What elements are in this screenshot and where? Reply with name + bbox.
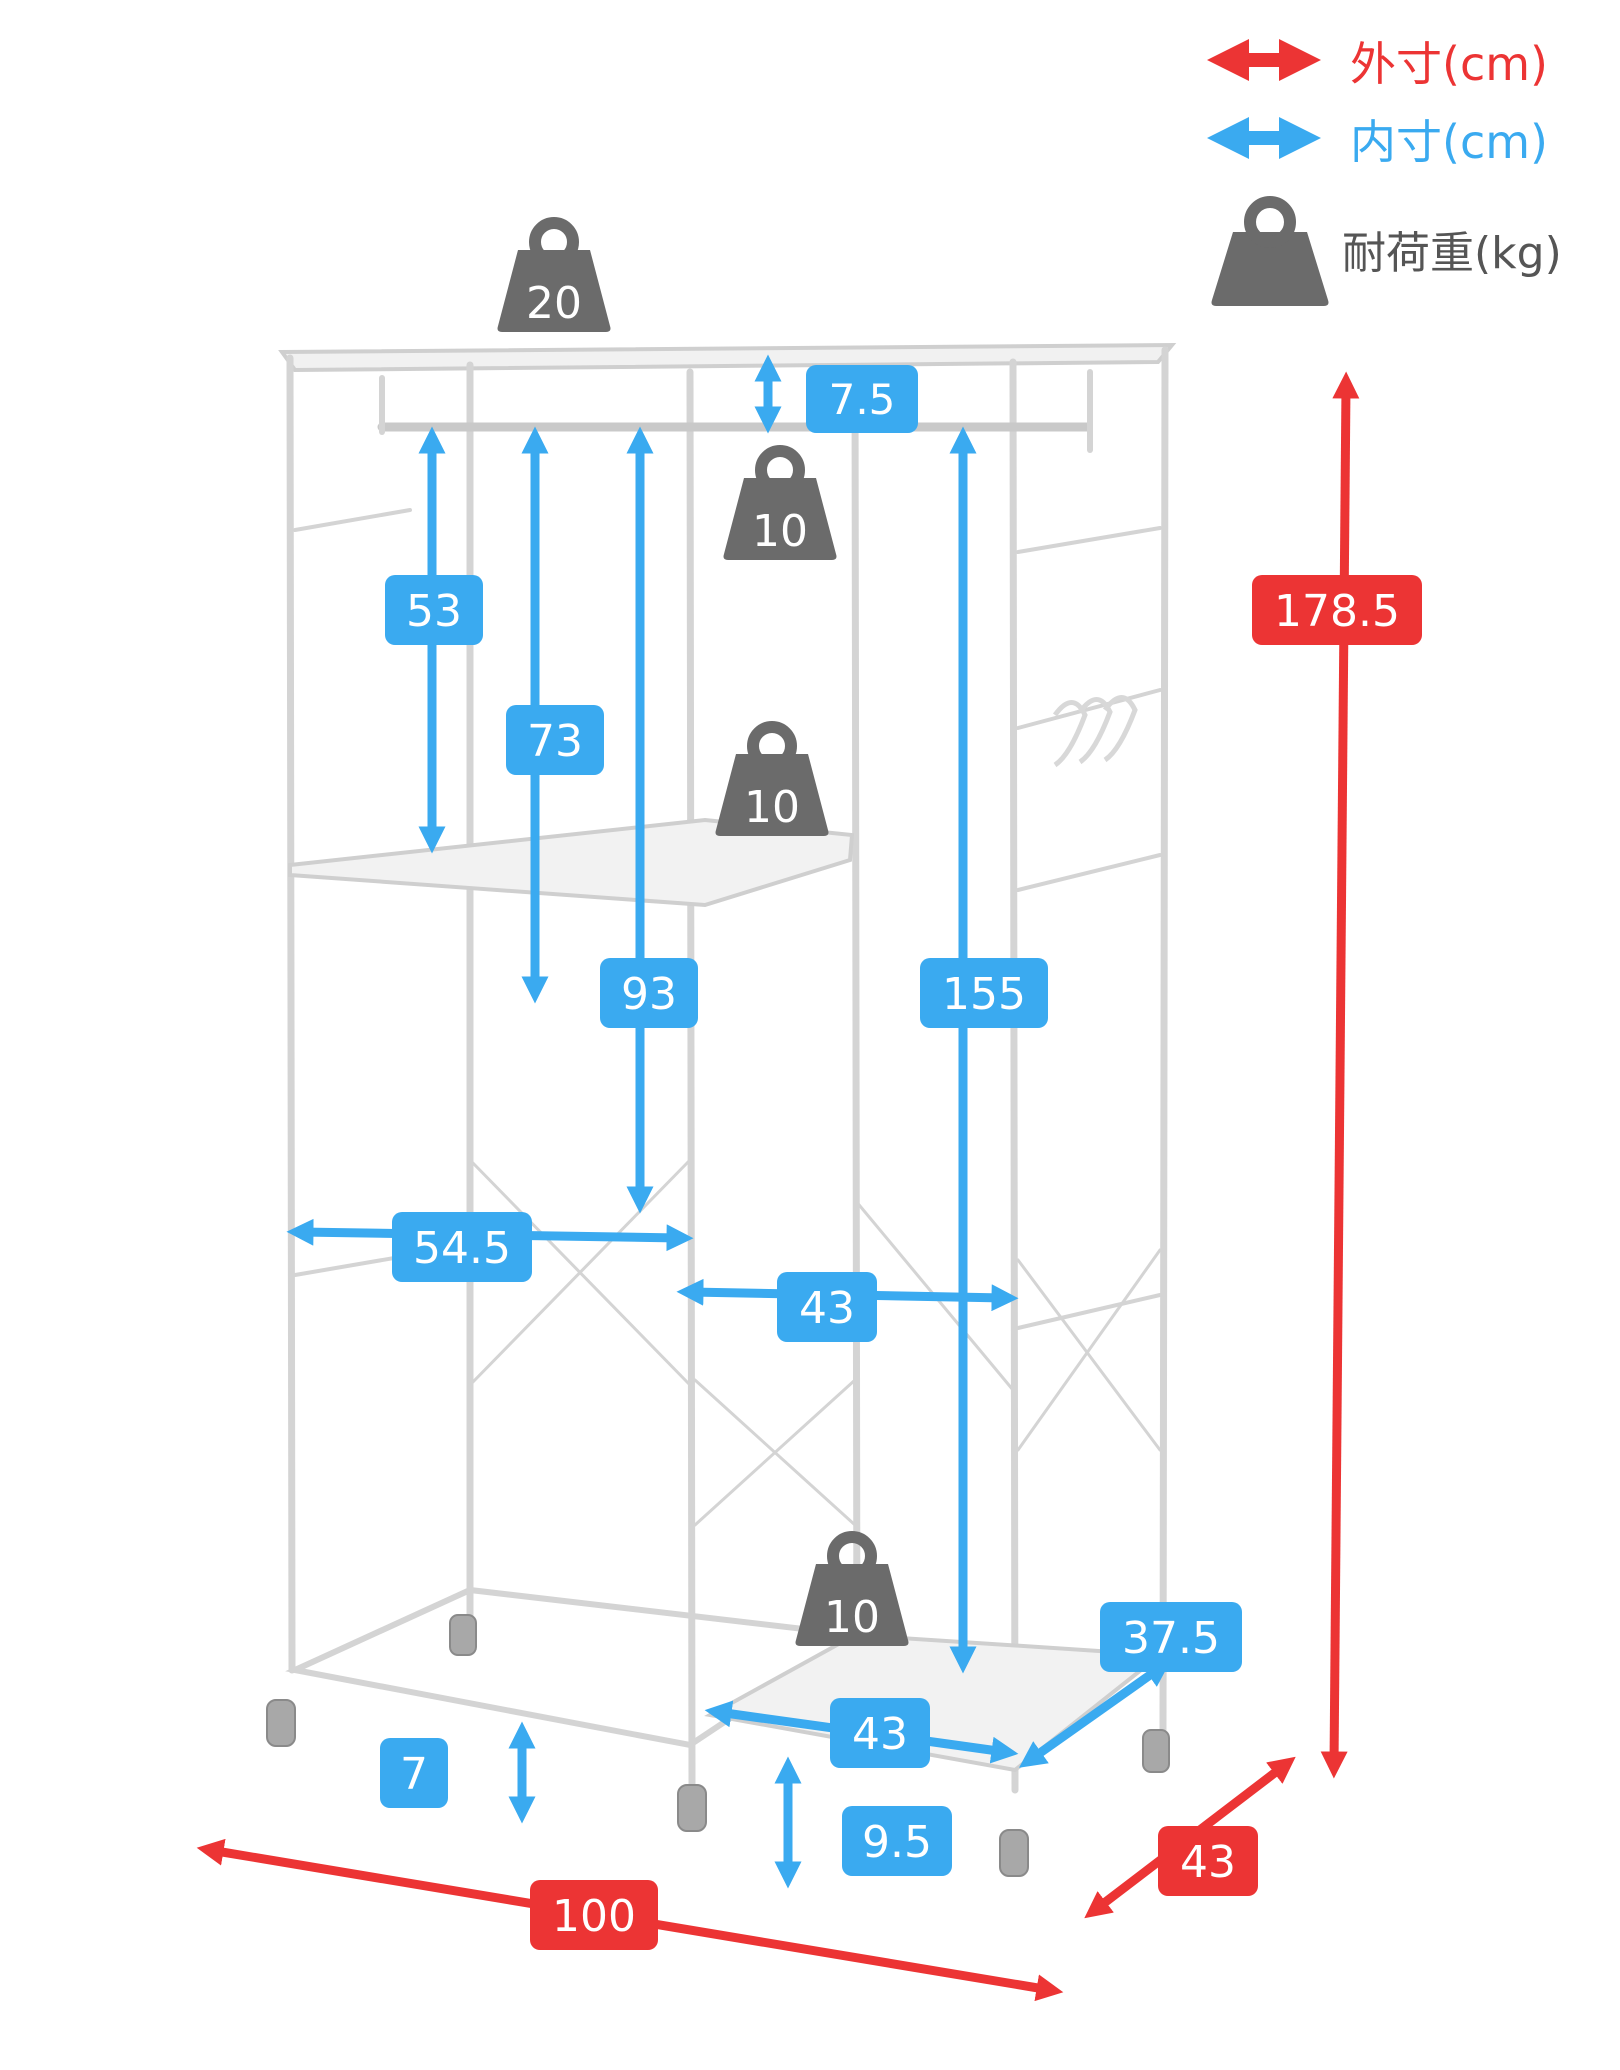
weight-middle-icon: 10: [715, 721, 829, 836]
svg-text:37.5: 37.5: [1122, 1613, 1220, 1664]
svg-text:178.5: 178.5: [1274, 586, 1400, 637]
s-hooks: [1052, 695, 1138, 768]
weight-top-icon: 20: [497, 217, 611, 332]
rack-frame: [278, 342, 1177, 1794]
outer-depth-label: 43: [1158, 1826, 1258, 1896]
inner-bottom-depth-label: 37.5: [1100, 1602, 1242, 1672]
svg-text:53: 53: [406, 586, 462, 637]
legend-weight-handle: [1244, 196, 1296, 248]
svg-text:43: 43: [852, 1709, 908, 1760]
weight-bottom-icon: 10: [795, 1531, 909, 1646]
legend-outer-label: 外寸(cm): [1350, 37, 1548, 91]
inner-hang-middle-label: 93: [600, 958, 698, 1028]
svg-text:73: 73: [527, 716, 583, 767]
inner-bottom-width-label: 43: [830, 1698, 930, 1768]
top-board: [278, 342, 1177, 373]
inner-bottom-depth-arrow: [1018, 1660, 1172, 1768]
inner-hang-left-label: 73: [506, 705, 604, 775]
svg-text:43: 43: [1180, 1837, 1236, 1888]
inner-width-left-label: 54.5: [392, 1212, 532, 1282]
inner-clearance-right-label: 9.5: [842, 1806, 952, 1876]
svg-text:9.5: 9.5: [862, 1817, 932, 1868]
svg-text:7: 7: [400, 1749, 428, 1800]
legend-weight-icon: [1211, 232, 1329, 306]
inner-top-gap-label: 7.5: [806, 365, 918, 433]
inner-upper-left-label: 53: [385, 575, 483, 645]
svg-text:54.5: 54.5: [413, 1223, 511, 1274]
svg-text:93: 93: [621, 969, 677, 1020]
weight-rod-value: 10: [752, 506, 808, 557]
weight-top-value: 20: [526, 278, 582, 329]
outer-width-label: 100: [530, 1880, 658, 1950]
weight-middle-value: 10: [744, 782, 800, 833]
weight-bottom-value: 10: [824, 1592, 880, 1643]
legend-weight-label: 耐荷重(kg): [1342, 228, 1562, 279]
svg-text:7.5: 7.5: [829, 375, 896, 424]
inner-width-right-label: 43: [777, 1272, 877, 1342]
inner-hang-right-label: 155: [920, 958, 1048, 1028]
svg-text:100: 100: [552, 1891, 636, 1942]
legend-inner-label: 内寸(cm): [1350, 115, 1548, 169]
bottom-shelf: [704, 1632, 1166, 1773]
svg-text:43: 43: [799, 1283, 855, 1334]
weight-rod-icon: 10: [723, 445, 837, 560]
middle-shelf: [288, 817, 855, 908]
outer-height-label: 178.5: [1252, 575, 1422, 645]
legend: 外寸(cm) 内寸(cm) 耐荷重(kg): [1207, 37, 1562, 306]
inner-clearance-left-label: 7: [380, 1738, 448, 1808]
svg-text:155: 155: [942, 969, 1026, 1020]
